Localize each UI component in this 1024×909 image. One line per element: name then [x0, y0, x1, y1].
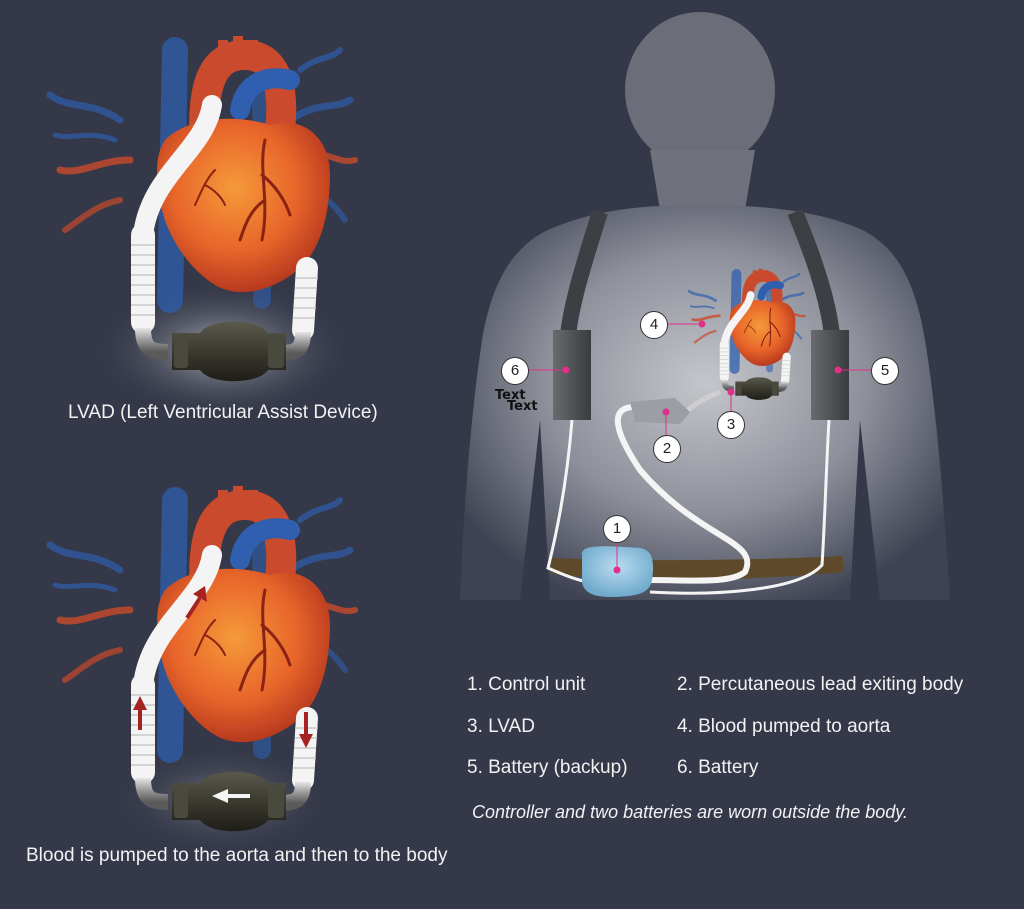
lead-exit-patch — [630, 398, 690, 424]
marker-1: 1 — [603, 515, 631, 543]
marker-leaders — [528, 320, 872, 574]
legend-item-3: 3. LVAD — [467, 716, 535, 737]
placeholder-text-2: Text — [507, 399, 538, 414]
battery-left — [553, 330, 591, 420]
legend-item-6: 6. Battery — [677, 757, 759, 778]
legend-item-2: 2. Percutaneous lead exiting body — [677, 674, 964, 695]
legend-item-5: 5. Battery (backup) — [467, 757, 628, 778]
marker-3: 3 — [717, 411, 745, 439]
marker-2: 2 — [653, 435, 681, 463]
marker-6: 6 — [501, 357, 529, 385]
marker-4: 4 — [640, 311, 668, 339]
legend-item-4: 4. Blood pumped to aorta — [677, 716, 891, 737]
placeholder-text-1: Text — [495, 388, 526, 403]
battery-right — [811, 330, 849, 420]
flow-arrows — [133, 586, 313, 803]
legend-item-1: 1. Control unit — [467, 674, 586, 695]
caption-blood-flow: Blood is pumped to the aorta and then to… — [26, 845, 448, 866]
caption-lvad: LVAD (Left Ventricular Assist Device) — [68, 402, 378, 423]
marker-5: 5 — [871, 357, 899, 385]
footnote: Controller and two batteries are worn ou… — [472, 802, 908, 822]
